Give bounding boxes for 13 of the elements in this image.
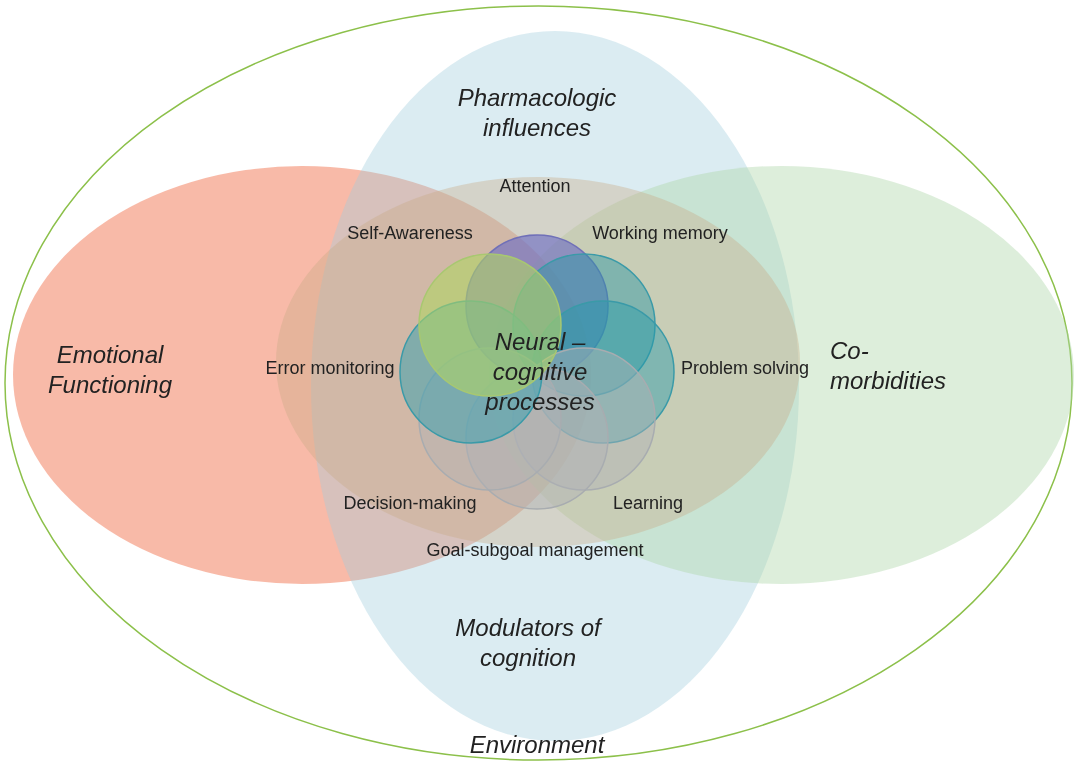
process-label: Goal-subgoal management — [426, 538, 644, 562]
process-label: Self-Awareness — [347, 221, 473, 245]
process-label: Learning — [612, 491, 684, 515]
region-label: Environment — [468, 730, 606, 760]
process-label: Attention — [499, 174, 571, 198]
region-label: Modulators of cognition — [454, 613, 604, 673]
process-label: Problem solving — [680, 356, 810, 380]
region-label: Emotional Functioning — [46, 340, 174, 400]
process-label: Error monitoring — [265, 356, 395, 380]
region-label: Co- morbidities — [830, 336, 948, 396]
process-label: Working memory — [592, 221, 728, 245]
process-label: Decision-making — [343, 491, 477, 515]
region-label: Pharmacologic influences — [456, 83, 618, 143]
